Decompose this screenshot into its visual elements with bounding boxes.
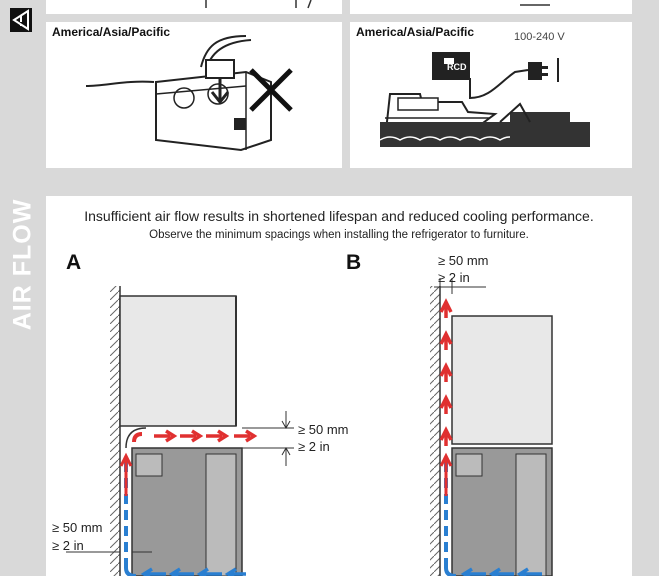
a-side-in: ≥ 2 in — [52, 538, 84, 553]
a-top-in: ≥ 2 in — [298, 439, 330, 454]
airflow-side-title: AIR FLOW — [8, 190, 38, 340]
top-right-panel-partial — [350, 0, 632, 14]
b-top-mm: ≥ 50 mm — [438, 253, 489, 268]
airflow-line2: Observe the minimum spacings when instal… — [149, 229, 529, 241]
airflow-line1: Insufficient air flow results in shorten… — [84, 208, 594, 224]
a-top-mm: ≥ 50 mm — [298, 422, 349, 437]
figure-b-diagram — [430, 278, 553, 576]
boat-rcd-panel: America/Asia/Pacific 100-240 V RCD — [350, 22, 632, 168]
voltage-label: 100-240 V — [514, 31, 565, 43]
region-label-left: America/Asia/Pacific — [52, 25, 171, 39]
power-strip-illustration — [85, 35, 293, 152]
rcd-label: RCD — [447, 62, 467, 72]
power-strip-panel: America/Asia/Pacific — [46, 22, 342, 168]
airflow-side-title-text: AIR FLOW — [8, 198, 37, 331]
region-label-right: America/Asia/Pacific — [356, 25, 475, 39]
boat-illustration — [379, 52, 590, 147]
b-top-in: ≥ 2 in — [438, 270, 470, 285]
warning-icon — [10, 8, 32, 32]
figure-a-diagram — [66, 286, 294, 576]
a-side-mm: ≥ 50 mm — [52, 520, 103, 535]
figure-a-label: A — [66, 251, 82, 274]
figure-b-label: B — [346, 251, 362, 274]
airflow-panel: Insufficient air flow results in shorten… — [46, 196, 632, 576]
top-left-panel-partial — [46, 0, 342, 14]
